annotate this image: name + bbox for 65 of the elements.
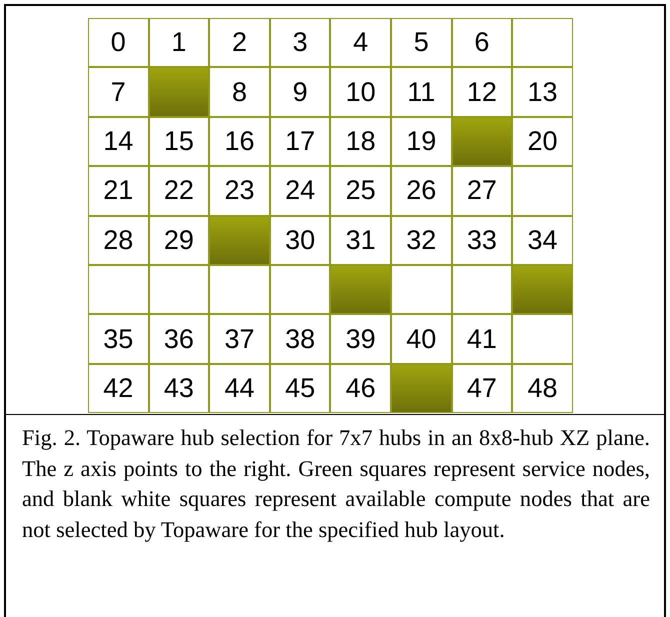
- hub-number-square: 31: [330, 216, 391, 265]
- hub-number-square: 18: [330, 116, 391, 166]
- hub-number-square: 46: [330, 364, 391, 414]
- hub-number-square: 1: [148, 18, 210, 68]
- hub-number-square: 32: [391, 216, 452, 265]
- hub-number-square: 36: [148, 314, 210, 364]
- compute-node-square: [88, 265, 149, 314]
- compute-node-square: [512, 314, 573, 364]
- hub-number-square: 13: [512, 67, 573, 117]
- hub-number-square: 3: [270, 18, 330, 68]
- service-node-square: [330, 265, 391, 314]
- hub-number-square: 48: [512, 364, 573, 414]
- hub-number-square: 41: [452, 314, 512, 364]
- hub-number-square: 37: [209, 314, 270, 364]
- hub-number-square: 33: [452, 216, 512, 265]
- hub-number-square: 47: [452, 364, 512, 414]
- hub-number-square: 7: [88, 67, 149, 117]
- hub-number-square: 24: [270, 166, 330, 216]
- hub-number-square: 10: [330, 67, 391, 117]
- hub-number-square: 8: [209, 67, 270, 117]
- hub-number-square: 42: [88, 364, 149, 414]
- compute-node-square: [512, 166, 573, 216]
- hub-number-square: 30: [270, 216, 330, 265]
- hub-number-square: 35: [88, 314, 149, 364]
- hub-number-square: 14: [88, 116, 149, 166]
- hub-number-square: 45: [270, 364, 330, 414]
- hub-number-square: 23: [209, 166, 270, 216]
- service-node-square: [391, 364, 452, 414]
- hub-number-square: 26: [391, 166, 452, 216]
- hub-number-square: 11: [391, 67, 452, 117]
- hub-number-square: 12: [452, 67, 512, 117]
- hub-number-square: 39: [330, 314, 391, 364]
- service-node-square: [512, 265, 573, 314]
- hub-number-square: 28: [88, 216, 149, 265]
- compute-node-square: [512, 18, 573, 68]
- hub-number-square: 17: [270, 116, 330, 166]
- compute-node-square: [452, 265, 512, 314]
- hub-number-square: 19: [391, 116, 452, 166]
- hub-number-square: 40: [391, 314, 452, 364]
- hub-number-square: 15: [148, 116, 210, 166]
- hub-number-square: 27: [452, 166, 512, 216]
- hub-number-square: 16: [209, 116, 270, 166]
- hub-number-square: 38: [270, 314, 330, 364]
- hub-number-square: 25: [330, 166, 391, 216]
- hub-number-square: 4: [330, 18, 391, 68]
- hub-number-square: 34: [512, 216, 573, 265]
- hub-number-square: 9: [270, 67, 330, 117]
- hub-number-square: 22: [148, 166, 210, 216]
- service-node-square: [148, 67, 210, 117]
- compute-node-square: [391, 265, 452, 314]
- compute-node-square: [270, 265, 330, 314]
- hub-number-square: 2: [209, 18, 270, 68]
- compute-node-square: [209, 265, 270, 314]
- hub-number-square: 0: [88, 18, 149, 68]
- hub-number-square: 5: [391, 18, 452, 68]
- hub-number-square: 20: [512, 116, 573, 166]
- hub-number-square: 43: [148, 364, 210, 414]
- hub-number-square: 21: [88, 166, 149, 216]
- compute-node-square: [148, 265, 210, 314]
- service-node-square: [209, 216, 270, 265]
- figure-caption: Fig. 2. Topaware hub selection for 7x7 hubs in an 8x8-hub XZ plane. The z axis points to the right. Green squares represent service nodes, and blank white squares represent available compute nodes that are not selected by Topaware for the specified hub layout.: [22, 424, 650, 544]
- service-node-square: [452, 116, 512, 166]
- hub-number-square: 44: [209, 364, 270, 414]
- hub-number-square: 6: [452, 18, 512, 68]
- hub-number-square: 29: [148, 216, 210, 265]
